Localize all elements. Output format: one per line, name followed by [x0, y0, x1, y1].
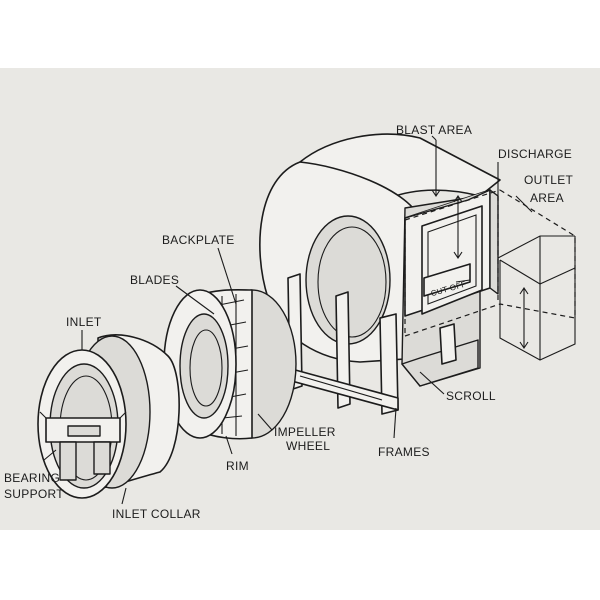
label-impeller-wheel-line2: WHEEL — [286, 439, 330, 453]
label-outlet-area-line2: AREA — [530, 191, 564, 205]
impeller-wheel — [163, 288, 297, 440]
label-blast-area: BLAST AREA — [396, 123, 472, 137]
label-inlet: INLET — [66, 315, 102, 329]
label-impeller-wheel-line1: IMPELLER — [274, 425, 336, 439]
bearing-support — [39, 411, 127, 481]
label-blades: BLADES — [130, 273, 179, 287]
fan-diagram-figure: BLAST AREA DISCHARGE OUTLET AREA BACKPLA… — [0, 68, 600, 530]
label-bearing-support-line2: SUPPORT — [4, 487, 64, 501]
label-inlet-collar: INLET COLLAR — [112, 507, 201, 521]
label-backplate: BACKPLATE — [162, 233, 235, 247]
label-discharge: DISCHARGE — [498, 147, 572, 161]
label-scroll: SCROLL — [446, 389, 496, 403]
dashed-area-lines — [404, 140, 576, 361]
label-bearing-support-line1: BEARING — [4, 471, 60, 485]
fan-housing — [259, 133, 501, 387]
leader-lines — [43, 135, 533, 505]
cut-off-plate — [423, 263, 471, 297]
centrifugal-fan-exploded-view: BLAST AREA DISCHARGE OUTLET AREA BACKPLA… — [4, 123, 576, 521]
label-outlet-area-line1: OUTLET — [524, 173, 574, 187]
labels: BLAST AREA DISCHARGE OUTLET AREA BACKPLA… — [4, 123, 574, 521]
label-frames: FRAMES — [378, 445, 430, 459]
label-rim: RIM — [226, 459, 249, 473]
